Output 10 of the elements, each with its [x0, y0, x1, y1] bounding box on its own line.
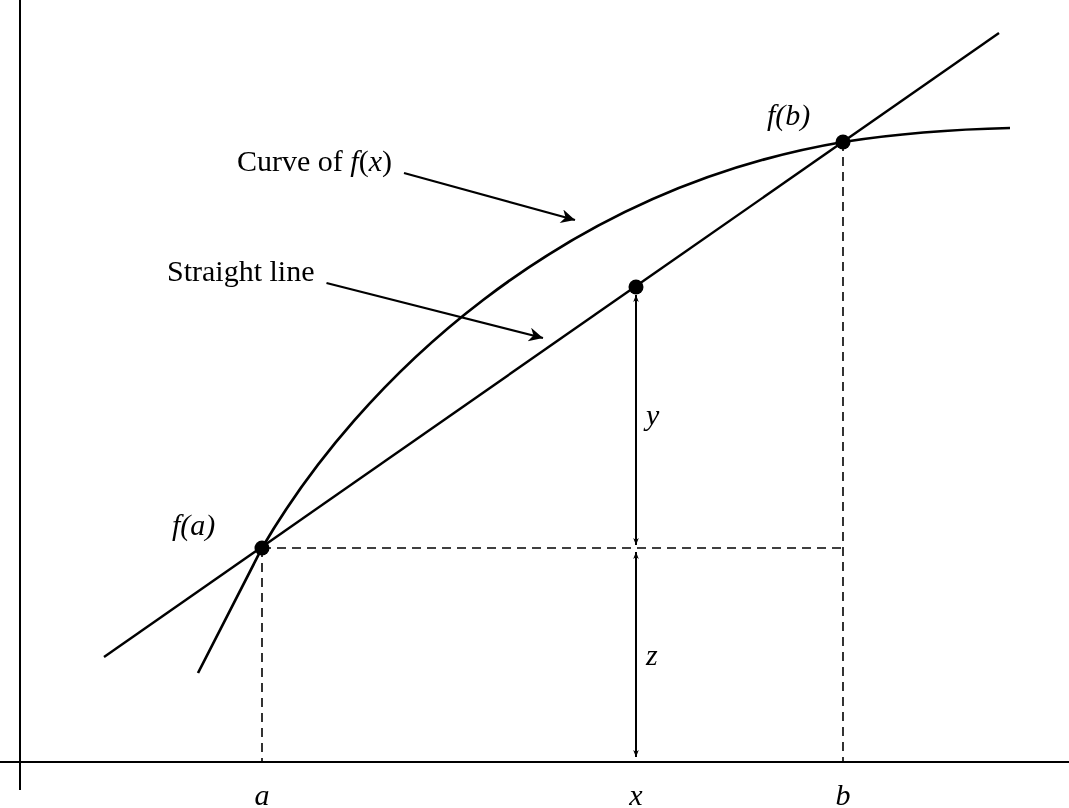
- leader-arrow: [326, 281, 544, 342]
- math-label: z: [646, 640, 658, 670]
- math-label: f(b): [767, 100, 811, 130]
- leader-arrow: [403, 171, 576, 224]
- math-label: f(a): [172, 510, 216, 540]
- callout-label: Curve of f(x): [237, 146, 392, 176]
- axis-tick-label: a: [254, 780, 270, 808]
- axis-tick-label: b: [835, 780, 851, 808]
- axis-tick-label: x: [629, 780, 643, 808]
- callout-label: Straight line: [167, 256, 315, 286]
